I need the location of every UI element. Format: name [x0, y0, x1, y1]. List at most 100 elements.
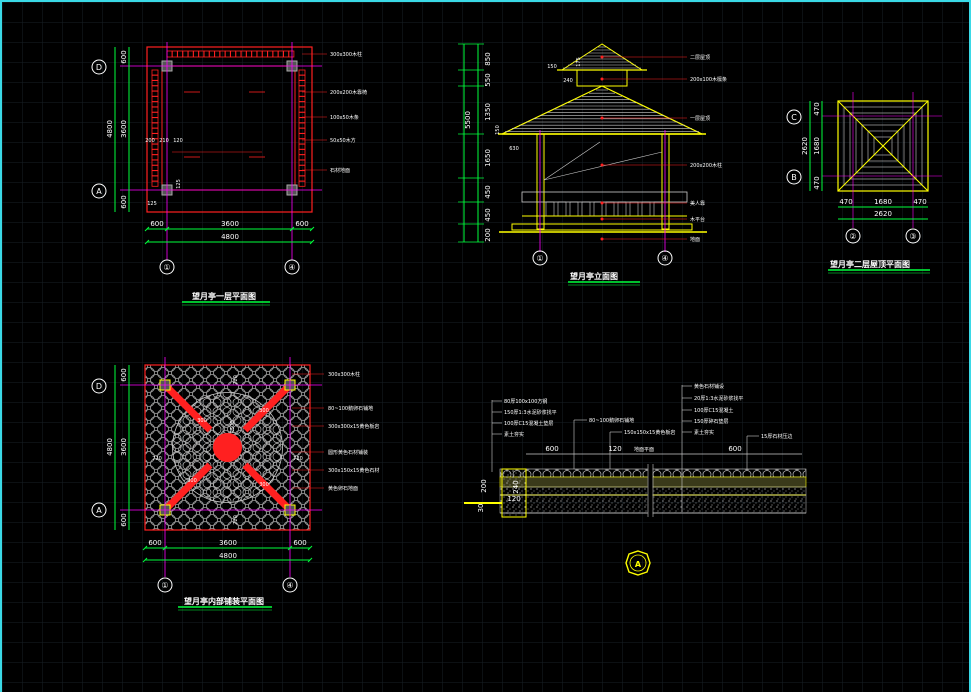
plan2-axis-h-0: ① [161, 581, 168, 590]
section-label-left-1: 150厚1:3水泥砂浆找平 [504, 409, 557, 416]
section-label-right-1: 20厚1:3水泥砂浆找平 [694, 395, 743, 402]
elev-dim-left-0: 850 [484, 52, 492, 65]
elev-leader-dot [600, 77, 604, 81]
section-label-left-3: 素土夯实 [504, 431, 524, 438]
plan1-axis-h-1-bubble [284, 259, 300, 275]
plan2-axis-v-1: A [96, 506, 102, 515]
plan2-callout-3: 圆形黄色石材铺装 [328, 449, 368, 456]
plan2-center [213, 433, 242, 462]
elev-dim-total: 5500 [464, 111, 472, 129]
plan1-dim-left-1: 3600 [120, 120, 128, 138]
plan2-axis-v-0: D [96, 382, 102, 391]
elev-callout-4: 美人靠 [690, 200, 705, 207]
plan1-dim-left-2: 600 [120, 195, 128, 208]
plan1-title: 望月亭一层平面图 [192, 291, 256, 301]
elev-axis-1: ④ [661, 254, 668, 263]
plan2-dim-bottom-0: 600 [148, 539, 161, 547]
plan1-dim-left-0: 600 [120, 50, 128, 63]
elev-callout-0: 二层屋顶 [690, 55, 710, 61]
elev-axis-0: ① [536, 254, 543, 263]
plan2-callout-4: 300x150x15黄色石材 [328, 467, 379, 474]
dim-tick [142, 557, 148, 563]
roof-axis-h-1: ③ [909, 232, 916, 241]
plan2-inner-dim: 720 [233, 515, 239, 525]
section-label-right-2: 100厚C15混凝土 [694, 407, 733, 414]
elev-column-left [536, 133, 545, 230]
section-label-right-0: 黄色石材铺设 [694, 383, 724, 390]
plan1-axis-v-0: D [96, 63, 102, 72]
roof-axis-h-1-bubble [905, 228, 921, 244]
section-dim-side-3: 30 [477, 504, 485, 513]
elev-inner-dim: 150 [495, 125, 501, 135]
elev-column-right [661, 133, 670, 230]
elev-callout-1: 200x100木檩条 [690, 76, 727, 83]
roof-axis-v-0-bubble [786, 109, 802, 125]
plan2-inner-dim: 720 [293, 456, 303, 462]
plan2-diagonal-path [242, 462, 293, 513]
plan1-axis-h-1: ④ [288, 263, 295, 272]
elev-leader-dot [600, 116, 604, 120]
plan2-axis-h-1: ④ [286, 581, 293, 590]
plan2-inner-dim: 300 [259, 482, 269, 488]
plan2-dim-left-2: 600 [120, 513, 128, 526]
elev-dim-left-6: 200 [484, 228, 492, 241]
plan2-dim-bottom-2: 600 [293, 539, 306, 547]
plan1-axis-h-0-bubble [159, 259, 175, 275]
elev-axis-1-bubble [657, 250, 673, 266]
plan1-dim-bottom-1: 3600 [221, 220, 239, 228]
roof-dim-left-2: 470 [813, 176, 821, 189]
elev-callout-3: 200x200木柱 [690, 162, 722, 169]
plan1-axis-h-0: ① [163, 263, 170, 272]
plan1-callout-3: 50x50木方 [330, 137, 356, 144]
section-label-mid-0: 80~100鹅卵石铺地 [589, 417, 634, 424]
roof-dim-left-total: 2620 [801, 137, 809, 155]
elev-dim-left-5: 450 [484, 208, 492, 221]
roof-axis-v-1-bubble [786, 169, 802, 185]
plan2-dim-left-total: 4800 [106, 438, 114, 456]
elev-title: 望月亭立面图 [570, 271, 618, 281]
plan2-axis-h-0-bubble [157, 577, 173, 593]
dim-tick [307, 545, 313, 551]
dim-tick [162, 545, 168, 551]
dim-tick [142, 545, 148, 551]
elev-leader-dot [600, 55, 604, 59]
section-dim-side-0: 200 [480, 479, 488, 492]
elev-callout-5: 木平台 [690, 216, 705, 223]
roof-title: 望月亭二层屋顶平面图 [830, 259, 910, 269]
plan2-inner-dim: 720 [152, 456, 162, 462]
elev-leader-dot [600, 237, 604, 241]
plan1-inner-dim: 120 [173, 138, 183, 144]
plan1-axis-v-1: A [96, 187, 102, 196]
dim-tick [309, 239, 315, 245]
plan2-diagonal-path [242, 382, 293, 433]
elev-bench-top [521, 191, 688, 203]
roof-axis-h-0-bubble [845, 228, 861, 244]
plan1-dim-left-total: 4800 [106, 120, 114, 138]
roof-axis-h-0: ② [849, 232, 856, 241]
plan1-axis-v-0-bubble [91, 59, 107, 75]
section-label-left-2: 100厚C15混凝土垫层 [504, 420, 553, 427]
elev-leader-dot [600, 217, 604, 221]
plan2-diagonal-path [162, 382, 213, 433]
plan2-callout-5: 黄色卵石地面 [328, 485, 358, 492]
roof-ring [855, 118, 911, 174]
elev-curtain [543, 141, 601, 181]
plan2-dim-left-1: 3600 [120, 438, 128, 456]
section-label-right-4: 素土夯实 [694, 429, 714, 436]
plan2-inner-dim: 720 [233, 375, 239, 385]
section-label-right-3: 150厚碎石垫层 [694, 418, 729, 425]
plan1-callout-1: 200x200木靠椅 [330, 89, 367, 96]
plan1-callout-0: 300x300木柱 [330, 51, 362, 58]
roof-ring [867, 130, 899, 162]
plan1-inner-dim: 210 [159, 138, 169, 144]
roof-ring [849, 112, 917, 180]
roof-dim-left-0: 470 [813, 102, 821, 115]
plan1-callout-4: 石材地面 [330, 167, 350, 174]
plan1-callout-2: 100x50木条 [330, 114, 359, 121]
plan1-axis-v-1-bubble [91, 183, 107, 199]
elev-callout-6: 地面 [690, 236, 700, 243]
dim-tick [289, 226, 295, 232]
dim-tick [287, 545, 293, 551]
